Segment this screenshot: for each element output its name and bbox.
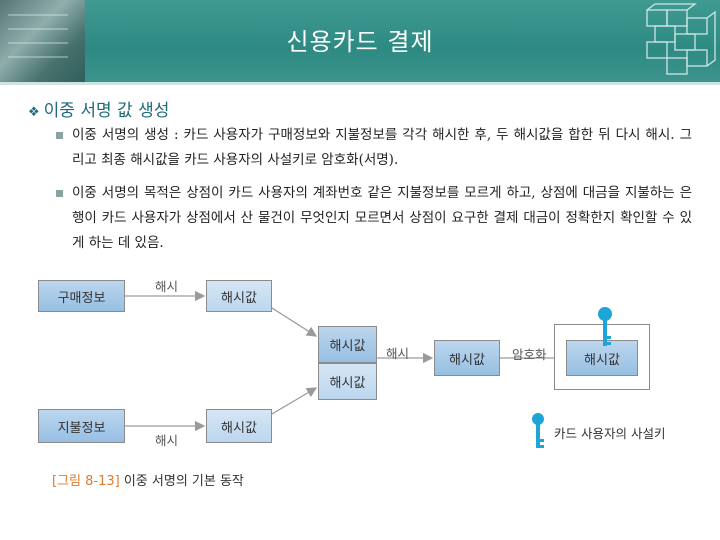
encrypt-label: 암호화 <box>512 344 547 363</box>
hash-label-top: 해시 <box>155 276 178 295</box>
combined-hash-top-label: 해시값 <box>330 335 366 354</box>
purchase-hash-label: 해시값 <box>221 287 257 306</box>
bullet-text: 이중 서명의 목적은 상점이 카드 사용자의 계좌번호 같은 지불정보를 모르게… <box>56 181 692 256</box>
bullet-text: 이중 서명의 생성 : 카드 사용자가 구매정보와 지불정보를 각각 해시한 후… <box>56 123 692 173</box>
payment-info-box: 지불정보 <box>38 409 125 443</box>
diamond-bullet-icon: ❖ <box>28 105 40 120</box>
title-banner: 신용카드 결제 <box>0 0 720 82</box>
key-icon <box>530 412 546 452</box>
dual-signature-diagram: 구매정보 해시 해시값 지불정보 해시 해시값 해시값 해시값 해시 해시값 암… <box>30 268 690 498</box>
combined-hash-bottom-label: 해시값 <box>330 372 366 391</box>
hash-label-middle: 해시 <box>386 343 409 362</box>
final-hash-box: 해시값 <box>434 340 500 376</box>
private-key-label: 카드 사용자의 사설키 <box>554 423 665 442</box>
payment-hash-box: 해시값 <box>206 409 272 443</box>
square-bullet-icon <box>56 190 63 197</box>
purchase-hash-box: 해시값 <box>206 280 272 312</box>
combined-hash-bottom-box: 해시값 <box>318 363 377 400</box>
section-heading-text: 이중 서명 값 생성 <box>44 101 170 121</box>
square-bullet-icon <box>56 132 63 139</box>
key-icon <box>596 306 614 352</box>
hash-label-bottom: 해시 <box>155 430 178 449</box>
bullet-point-1: 이중 서명의 생성 : 카드 사용자가 구매정보와 지불정보를 각각 해시한 후… <box>56 123 692 173</box>
bullet-point-2: 이중 서명의 목적은 상점이 카드 사용자의 계좌번호 같은 지불정보를 모르게… <box>56 181 692 256</box>
purchase-info-label: 구매정보 <box>58 287 106 306</box>
payment-hash-label: 해시값 <box>221 417 257 436</box>
figure-number: [그림 8-13] <box>52 474 120 489</box>
page-title: 신용카드 결제 <box>0 22 720 57</box>
figure-caption-text: 이중 서명의 기본 동작 <box>124 474 244 489</box>
figure-caption: [그림 8-13] 이중 서명의 기본 동작 <box>52 470 244 489</box>
section-heading: ❖ 이중 서명 값 생성 <box>28 96 169 121</box>
final-hash-label: 해시값 <box>449 349 485 368</box>
header-divider <box>0 82 720 85</box>
purchase-info-box: 구매정보 <box>38 280 125 312</box>
combined-hash-top-box: 해시값 <box>318 326 377 363</box>
payment-info-label: 지불정보 <box>58 417 106 436</box>
